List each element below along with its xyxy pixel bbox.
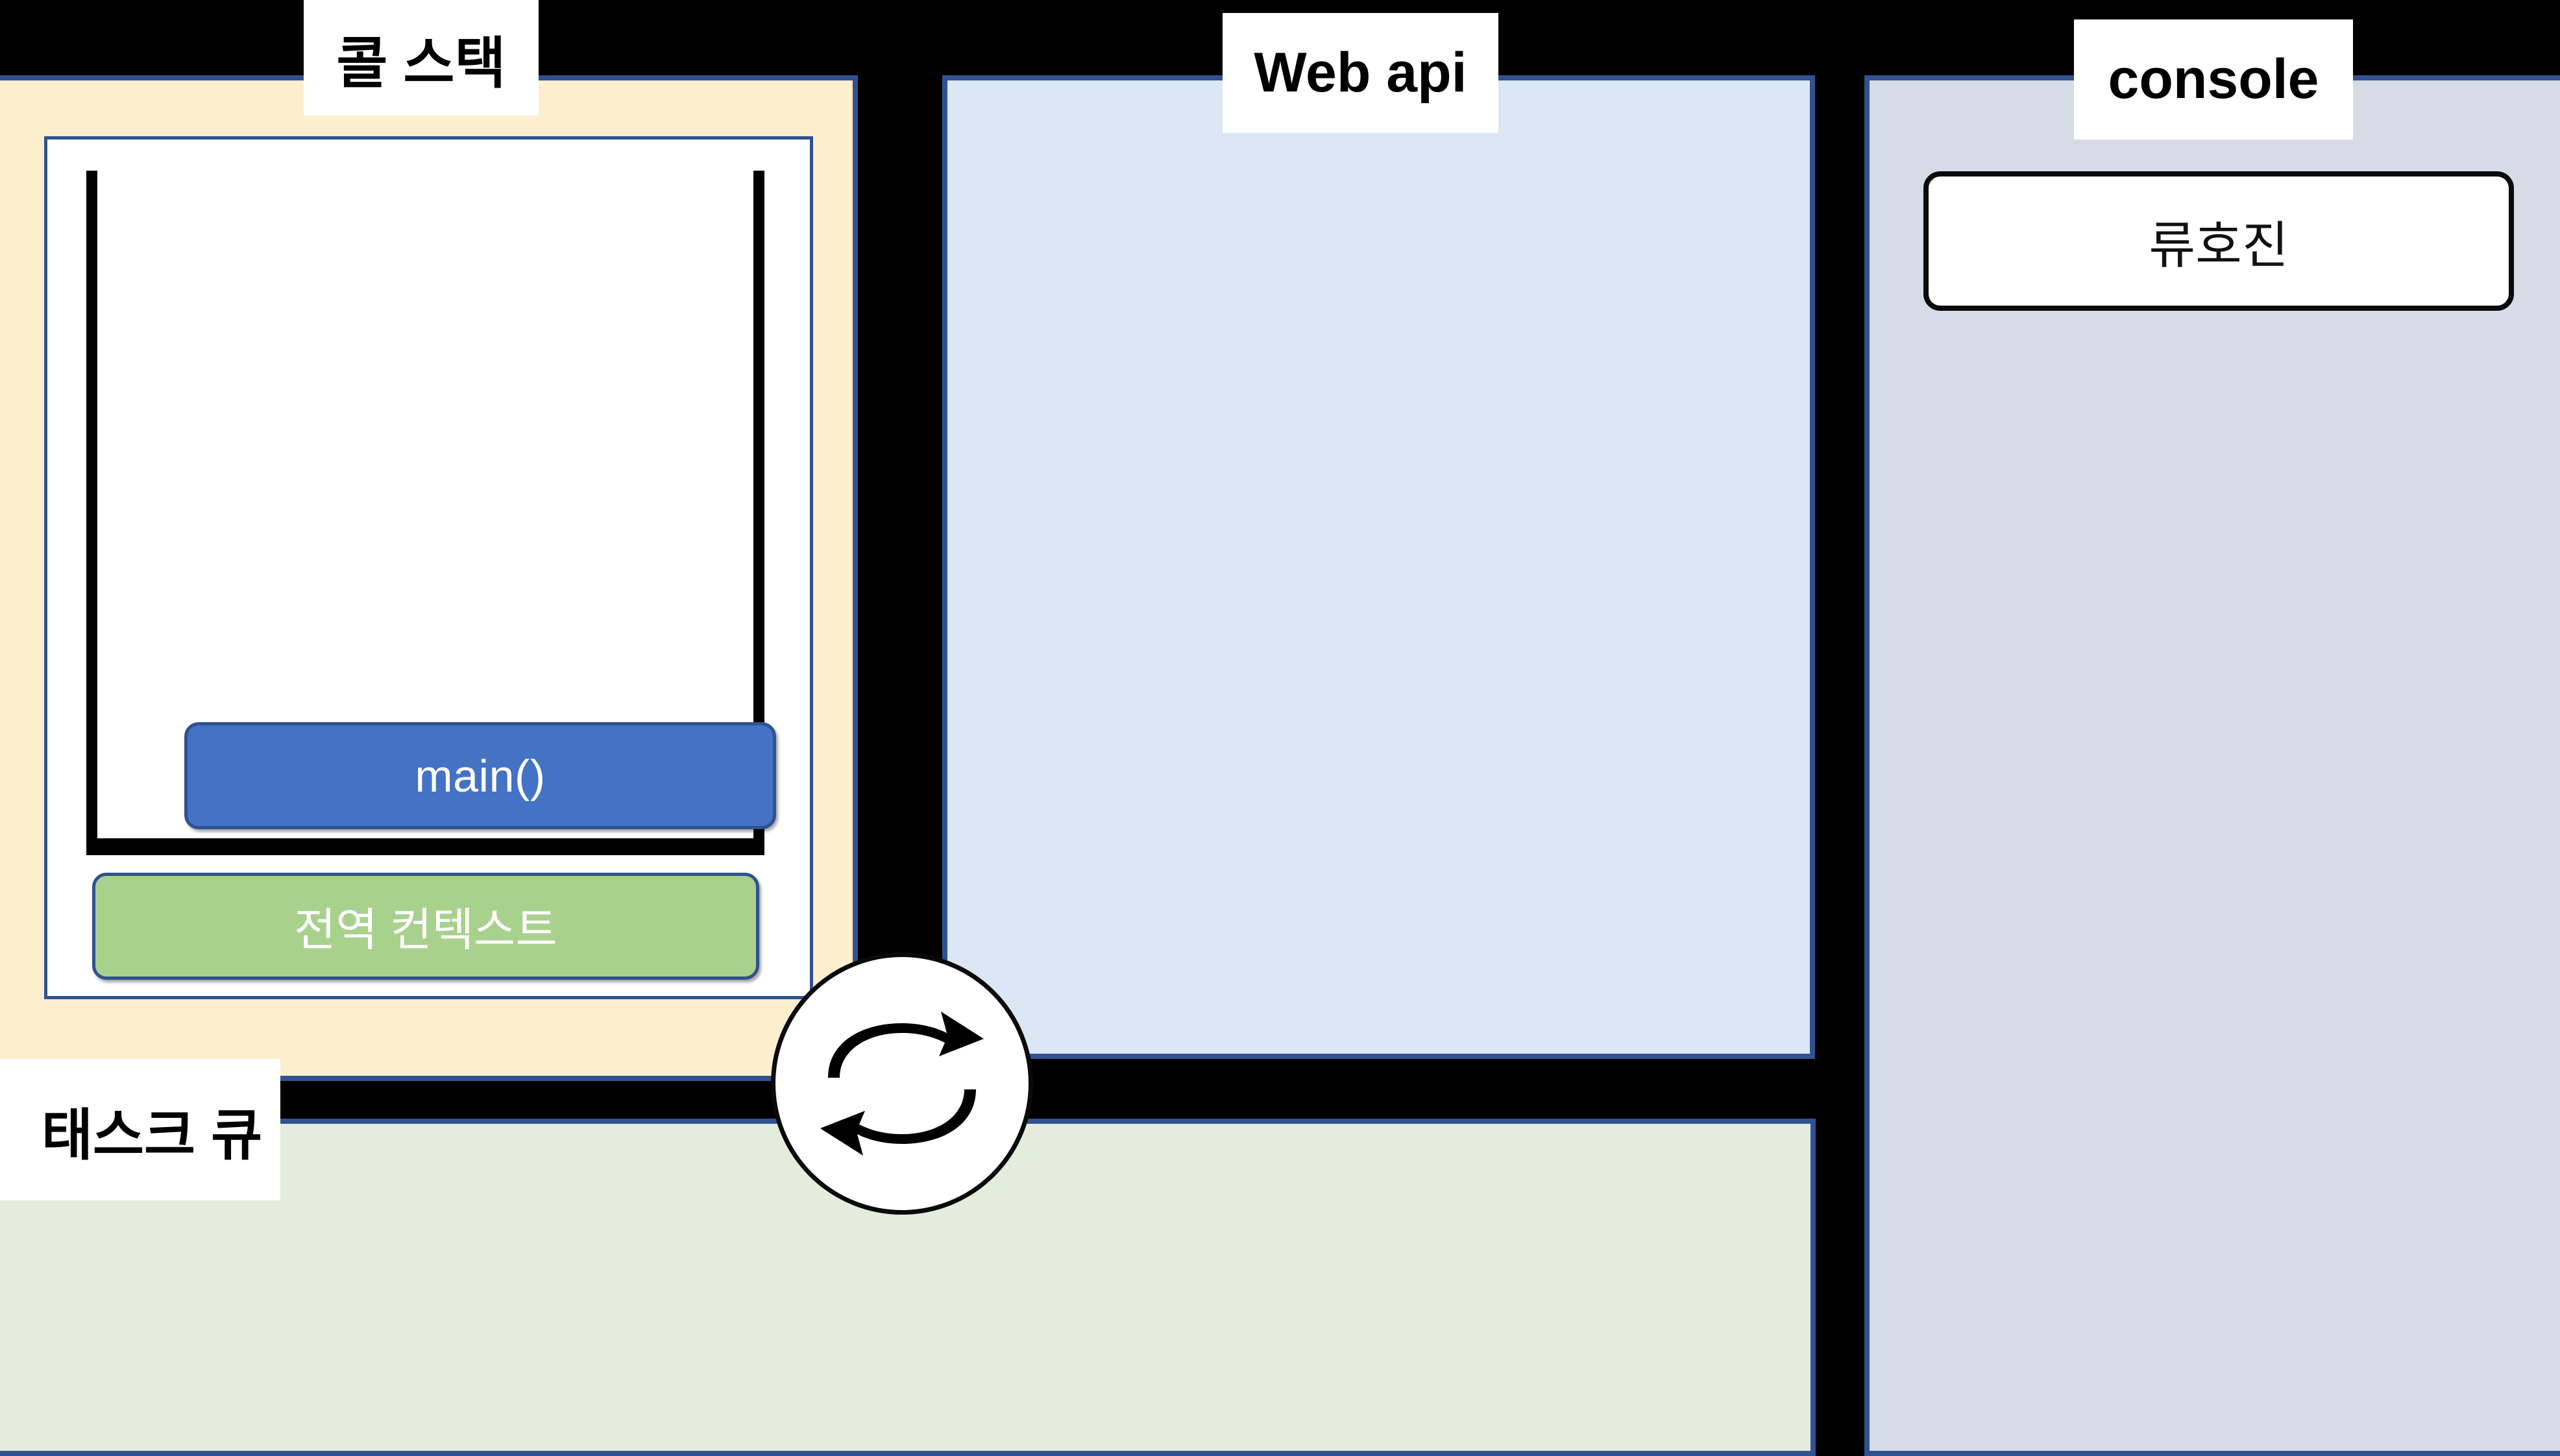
event-loop-badge[interactable] bbox=[771, 952, 1033, 1215]
call-stack-title: 콜 스택 bbox=[304, 0, 539, 115]
call-stack-card: main() 전역 컨텍스트 bbox=[44, 136, 813, 999]
call-stack-title-label: 콜 스택 bbox=[336, 32, 506, 95]
console-title-label: console bbox=[2108, 48, 2319, 110]
stack-frame-global-context[interactable]: 전역 컨텍스트 bbox=[92, 873, 759, 980]
web-api-panel bbox=[942, 75, 1815, 1059]
event-loop-cycle-icon bbox=[820, 1012, 984, 1156]
call-stack-panel: main() 전역 컨텍스트 bbox=[0, 75, 858, 1081]
console-panel: 류호진 bbox=[1864, 75, 2560, 1456]
web-api-title-label: Web api bbox=[1254, 42, 1467, 104]
stack-walls-shape: main() bbox=[86, 171, 776, 855]
stack-frame-main-label: main() bbox=[415, 750, 546, 801]
stack-frame-main[interactable]: main() bbox=[184, 722, 776, 829]
console-entry[interactable]: 류호진 bbox=[1923, 171, 2514, 311]
web-api-title: Web api bbox=[1223, 13, 1498, 133]
stack-frame-global-context-label: 전역 컨텍스트 bbox=[294, 904, 557, 955]
task-queue-title-label: 태스크 큐 bbox=[41, 1104, 263, 1167]
console-entry-text: 류호진 bbox=[2149, 216, 2289, 274]
console-title: console bbox=[2074, 19, 2353, 140]
task-queue-title: 태스크 큐 bbox=[0, 1059, 280, 1200]
